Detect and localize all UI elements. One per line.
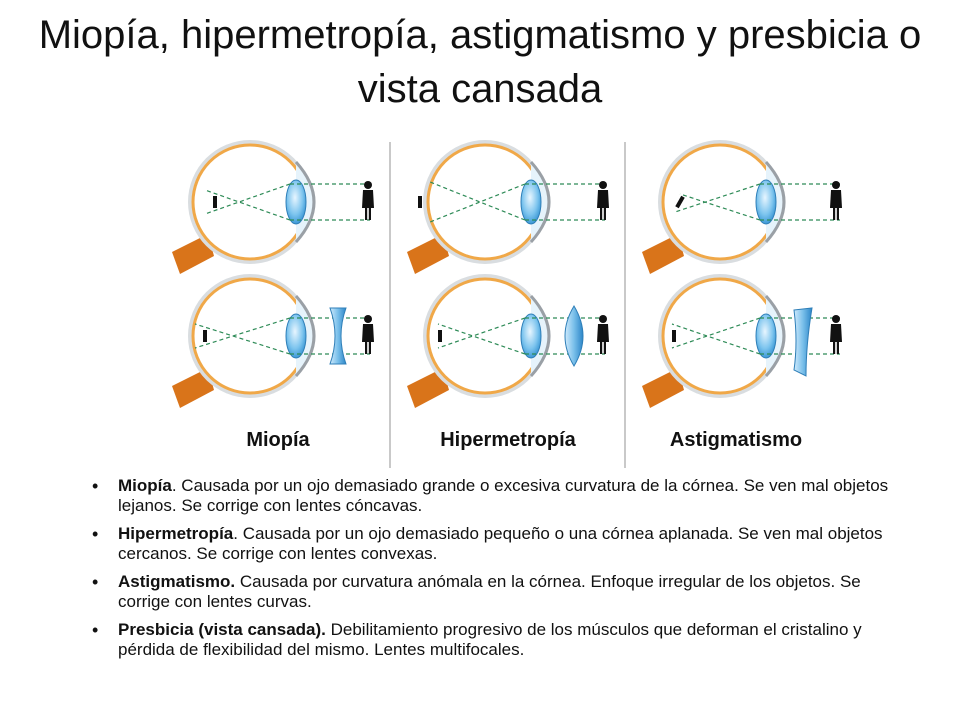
- bullet-myopia: Miopía. Causada por un ojo demasiado gra…: [86, 476, 916, 516]
- hyperopia-eye-uncorrected: [405, 138, 609, 276]
- bullet-text: Causada por curvatura anómala en la córn…: [118, 572, 861, 611]
- astigmatism-eye-uncorrected: [640, 138, 842, 276]
- hyperopia-eye-corrected: [405, 272, 609, 410]
- bullet-term: Presbicia (vista cansada).: [118, 620, 326, 639]
- eye-conditions-figure: Miopía Hipermetropía: [160, 138, 850, 470]
- myopia-eye-corrected: [170, 272, 374, 410]
- bullet-text: Debilitamiento progresivo de los músculo…: [118, 620, 862, 659]
- label-myopia: Miopía: [246, 429, 310, 451]
- label-hyperopia: Hipermetropía: [440, 429, 576, 451]
- concave-lens-icon: [329, 307, 347, 365]
- bullet-term: Miopía: [118, 476, 172, 495]
- bullet-term: Hipermetropía: [118, 524, 234, 543]
- bullet-text: . Causada por un ojo demasiado pequeño o…: [118, 524, 883, 563]
- curved-lens-icon: [793, 307, 813, 377]
- bullet-text: . Causada por un ojo demasiado grande o …: [118, 476, 889, 515]
- bullet-hyperopia: Hipermetropía. Causada por un ojo demasi…: [86, 524, 916, 564]
- bullet-term: Astigmatismo.: [118, 572, 236, 591]
- label-astigmatism: Astigmatismo: [670, 429, 802, 451]
- bullet-astigmatism: Astigmatismo. Causada por curvatura anóm…: [86, 572, 916, 612]
- astigmatism-eye-corrected: [640, 272, 842, 410]
- convex-lens-icon: [564, 305, 584, 367]
- eye-diagrams: Miopía Hipermetropía: [170, 138, 842, 468]
- slide-title: Miopía, hipermetropía, astigmatismo y pr…: [38, 13, 922, 111]
- myopia-eye-uncorrected: [170, 138, 374, 276]
- bullet-presbyopia: Presbicia (vista cansada). Debilitamient…: [86, 620, 916, 660]
- bullet-list: Miopía. Causada por un ojo demasiado gra…: [86, 476, 916, 668]
